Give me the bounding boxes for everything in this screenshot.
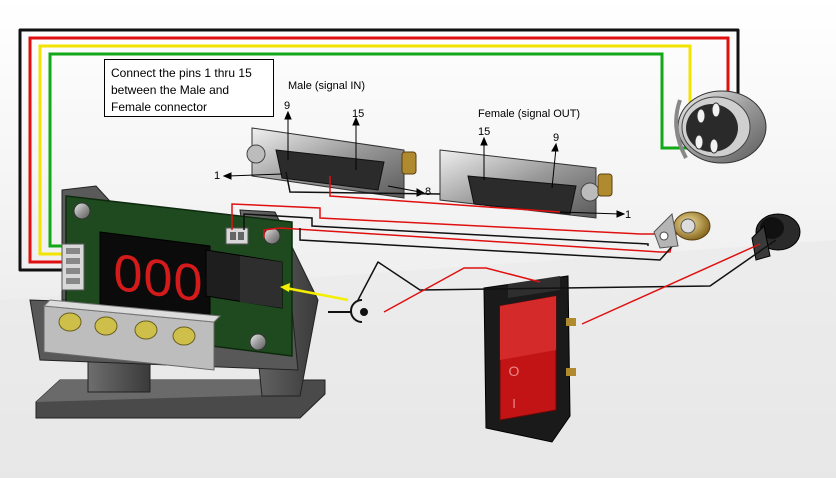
switch-off-symbol: I <box>512 396 516 411</box>
push-button <box>172 326 196 346</box>
db15-male-connector <box>246 127 417 199</box>
female-pin-9-label: 9 <box>553 132 560 144</box>
switch-on-symbol: O <box>509 363 520 379</box>
female-connector-title: Female (signal OUT) <box>478 108 581 120</box>
aviation-connector <box>674 90 767 164</box>
male-pin-9-label: 9 <box>284 100 291 112</box>
screw-terminal <box>653 211 711 249</box>
db15-female-connector <box>439 149 613 219</box>
instruction-note: Connect the pins 1 thru 15 between the M… <box>104 59 274 117</box>
push-button <box>134 320 158 340</box>
female-pin-1-label: 1 <box>625 209 632 221</box>
dc-power-jack <box>751 213 801 261</box>
display-digit: 0 <box>144 248 173 309</box>
push-button <box>58 312 82 332</box>
pin-arrows <box>222 110 626 218</box>
wire-green-top <box>48 52 688 248</box>
display-digit: 0 <box>114 244 143 305</box>
button-bar <box>42 299 222 371</box>
male-pin-8-label: 8 <box>425 186 432 198</box>
yellow-indicator-arrow <box>280 283 349 302</box>
male-pin-1-label: 1 <box>214 170 221 182</box>
external-wires <box>357 239 777 325</box>
barrel-jack-pcb <box>205 249 283 309</box>
rocker-switch <box>483 275 576 443</box>
female-pin-15-label: 15 <box>478 126 491 138</box>
male-pin-15-label: 15 <box>352 108 365 120</box>
display-digit: 0 <box>174 252 203 313</box>
push-button <box>94 316 118 336</box>
male-connector-title: Male (signal IN) <box>288 80 366 92</box>
db-jumper-wires <box>285 171 561 213</box>
dc-plug-symbol <box>328 299 368 323</box>
